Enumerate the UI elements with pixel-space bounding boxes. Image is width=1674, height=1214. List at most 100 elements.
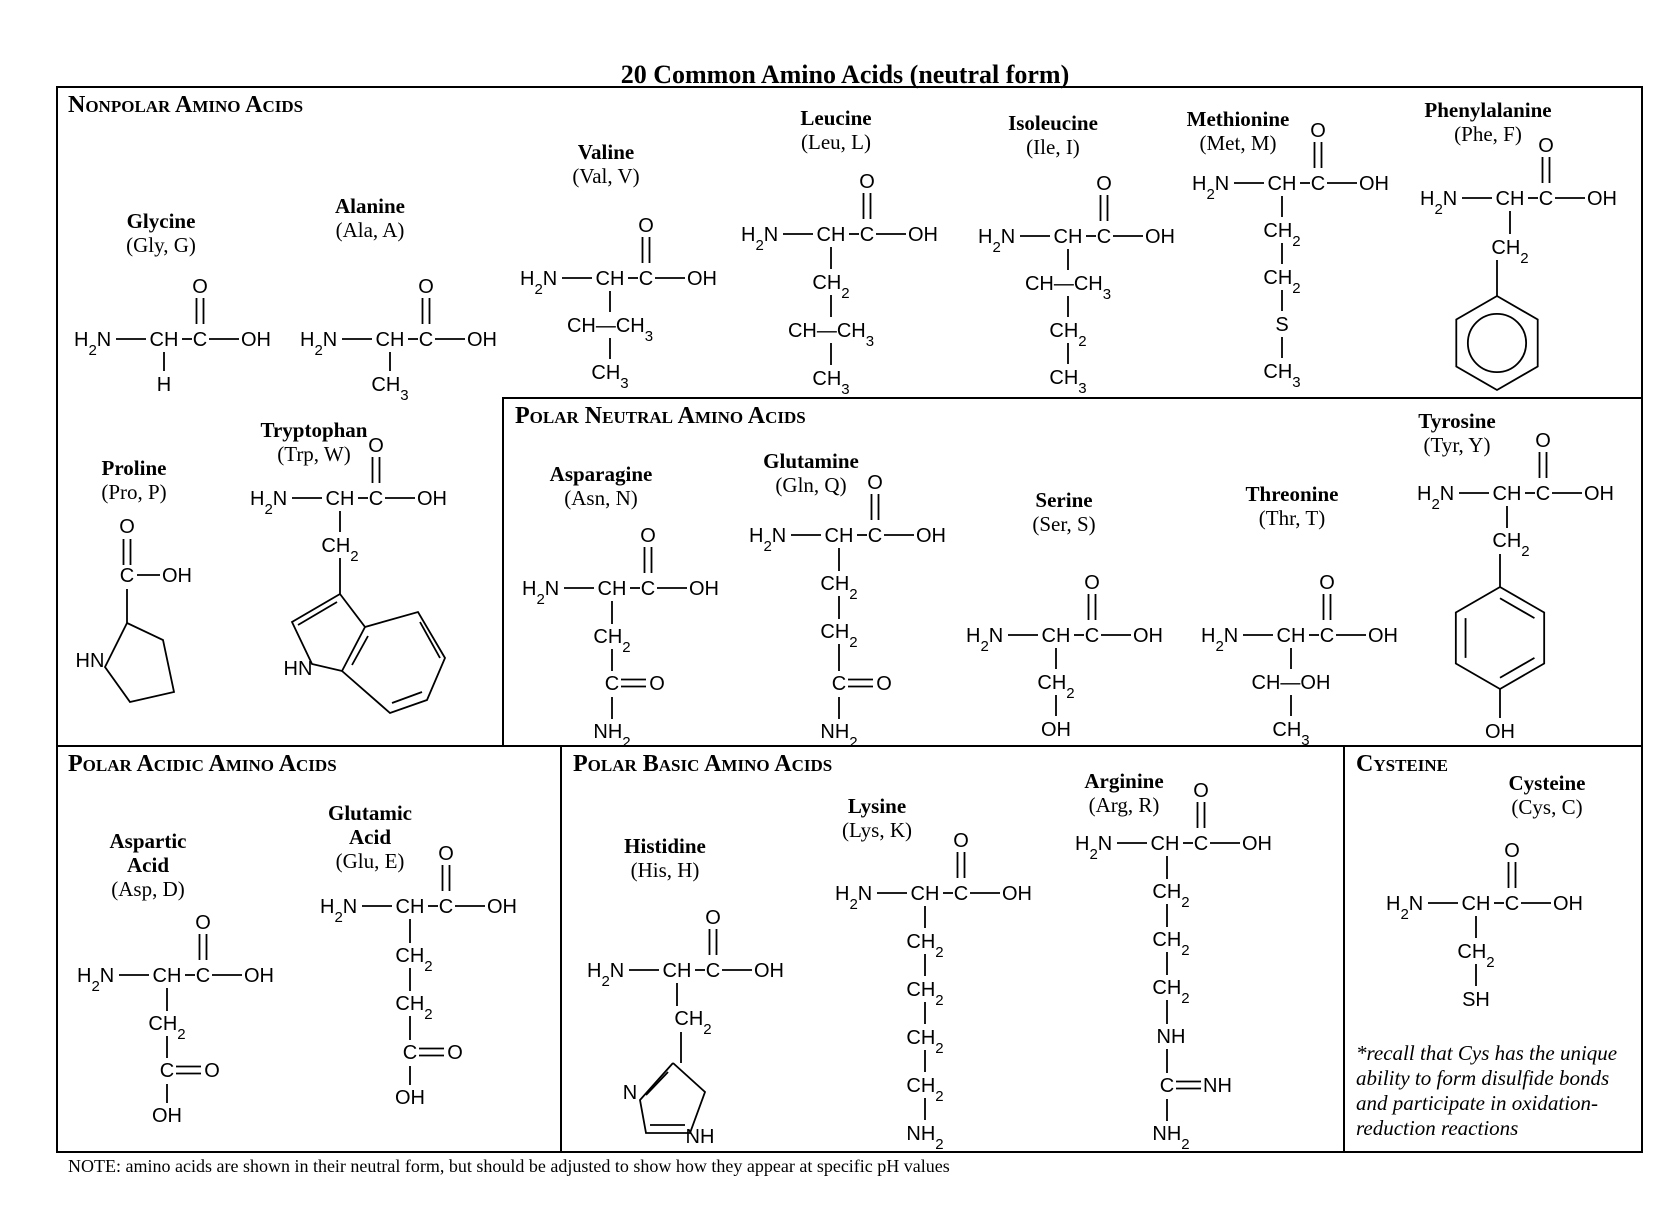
side-chain-label: CH3: [371, 374, 408, 404]
alpha-carbon-label: CH: [817, 224, 846, 246]
bond: [1499, 657, 1535, 679]
side-chain-label: CH2: [1263, 220, 1300, 250]
hydroxyl-label: OH: [1359, 173, 1389, 195]
tryptophan-name: Tryptophan: [261, 418, 368, 442]
carbonyl-oxygen-label: O: [195, 912, 211, 934]
phenylalanine-abbreviation: (Phe, F): [1454, 122, 1522, 146]
bond: [391, 691, 423, 704]
carbonyl-carbon-label: C: [120, 565, 134, 587]
carbonyl-oxygen-label: O: [1319, 572, 1335, 594]
valine-name: Valine: [578, 140, 634, 164]
side-chain-label: NH2: [906, 1123, 943, 1153]
side-chain-label: CH2: [1152, 881, 1189, 911]
asparagine-abbreviation: (Asn, N): [564, 486, 638, 510]
carbonyl-carbon-label: C: [419, 329, 433, 351]
carbonyl-oxygen-label: O: [640, 525, 656, 547]
carbonyl-oxygen-label: O: [192, 276, 208, 298]
carbonyl-carbon-label: C: [196, 965, 210, 987]
leucine-abbreviation: (Leu, L): [801, 130, 871, 154]
alpha-carbon-label: CH: [1151, 833, 1180, 855]
side-chain-label: CH2: [906, 1075, 943, 1105]
carbonyl-oxygen-label: O: [438, 843, 454, 865]
side-chain-label: NH2: [1152, 1123, 1189, 1153]
carbonyl-carbon-label: C: [193, 329, 207, 351]
alpha-carbon-label: CH: [150, 329, 179, 351]
amide-oxygen-label: O: [649, 673, 665, 695]
polar-neutral-frame: [502, 397, 1642, 746]
hydroxyl-label: OH: [1368, 625, 1398, 647]
isoleucine-name: Isoleucine: [1008, 111, 1098, 135]
carbonyl-oxygen-label: O: [705, 907, 721, 929]
hydroxyl-label: OH: [1002, 883, 1032, 905]
alpha-carbon-label: CH: [326, 488, 355, 510]
isoleucine-abbreviation: (Ile, I): [1026, 135, 1080, 159]
cysteine-note-line-4: reduction reactions: [1356, 1116, 1518, 1140]
footer-note: NOTE: amino acids are shown in their neu…: [68, 1156, 950, 1176]
carbonyl-carbon-label: C: [369, 488, 383, 510]
alpha-carbon-label: CH: [596, 268, 625, 290]
side-chain-label: CH2: [1457, 941, 1494, 971]
side-chain-label: CH2: [906, 1027, 943, 1057]
carbonyl-oxygen-label: O: [1504, 840, 1520, 862]
amine-label: H2N: [835, 883, 872, 913]
ring-nitrogen-label: HN: [284, 658, 313, 680]
threonine-abbreviation: (Thr, T): [1259, 506, 1325, 530]
alpha-carbon-label: CH: [1493, 483, 1522, 505]
amine-label: H2N: [1417, 483, 1454, 513]
alpha-carbon-label: CH: [376, 329, 405, 351]
side-chain-label: CH2: [1491, 237, 1528, 267]
carboxyl-carbon-label: C: [160, 1060, 174, 1082]
cysteine-note-line-3: and participate in oxidation-: [1356, 1091, 1598, 1115]
hydroxyl-label: OH: [1587, 188, 1617, 210]
alpha-carbon-label: CH: [1042, 625, 1071, 647]
hydroxyl-label: OH: [417, 488, 447, 510]
glycine-name: Glycine: [127, 209, 196, 233]
glycine-abbreviation: (Gly, G): [126, 233, 196, 257]
hydroxyl-label: OH: [1133, 625, 1163, 647]
side-chain-label: CH2: [820, 621, 857, 651]
histidine-abbreviation: (His, H): [631, 858, 700, 882]
amide-nitrogen-label: NH2: [593, 721, 630, 751]
glutamic-acid-abbreviation: (Glu, E): [336, 849, 405, 873]
carbonyl-carbon-label: C: [1097, 226, 1111, 248]
glutamic-acid-name: Glutamic: [328, 801, 412, 825]
side-chain-label: CH2: [395, 993, 432, 1023]
aspartic-acid-name: Acid: [127, 853, 169, 877]
carbonyl-carbon-label: C: [639, 268, 653, 290]
side-chain-label: CH—OH: [1252, 672, 1331, 694]
side-chain-label: CH—CH3: [788, 320, 874, 350]
methionine-name: Methionine: [1187, 107, 1290, 131]
side-chain-label: CH3: [812, 368, 849, 398]
carbonyl-oxygen-label: O: [953, 830, 969, 852]
carbonyl-carbon-label: C: [1536, 483, 1550, 505]
proline-name: Proline: [102, 456, 167, 480]
hydroxyl-label: OH: [467, 329, 497, 351]
carbonyl-oxygen-label: O: [418, 276, 434, 298]
aromatic-ring: [1466, 312, 1528, 374]
side-chain-label: CH2: [395, 945, 432, 975]
bond: [419, 621, 441, 659]
section-title-polar-acidic: Polar Acidic Amino Acids: [68, 751, 337, 777]
side-chain-label: OH: [1041, 719, 1071, 741]
lysine-name: Lysine: [848, 794, 906, 818]
amine-label: H2N: [1192, 173, 1229, 203]
carbonyl-oxygen-label: O: [867, 472, 883, 494]
alpha-carbon-label: CH: [1462, 893, 1491, 915]
side-chain-label: OH: [1485, 721, 1515, 743]
carbonyl-carbon-label: C: [1539, 188, 1553, 210]
cysteine-abbreviation: (Cys, C): [1511, 795, 1582, 819]
lysine-abbreviation: (Lys, K): [842, 818, 912, 842]
carboxyl-hydroxyl-label: OH: [152, 1105, 182, 1127]
carbonyl-carbon-label: C: [439, 896, 453, 918]
